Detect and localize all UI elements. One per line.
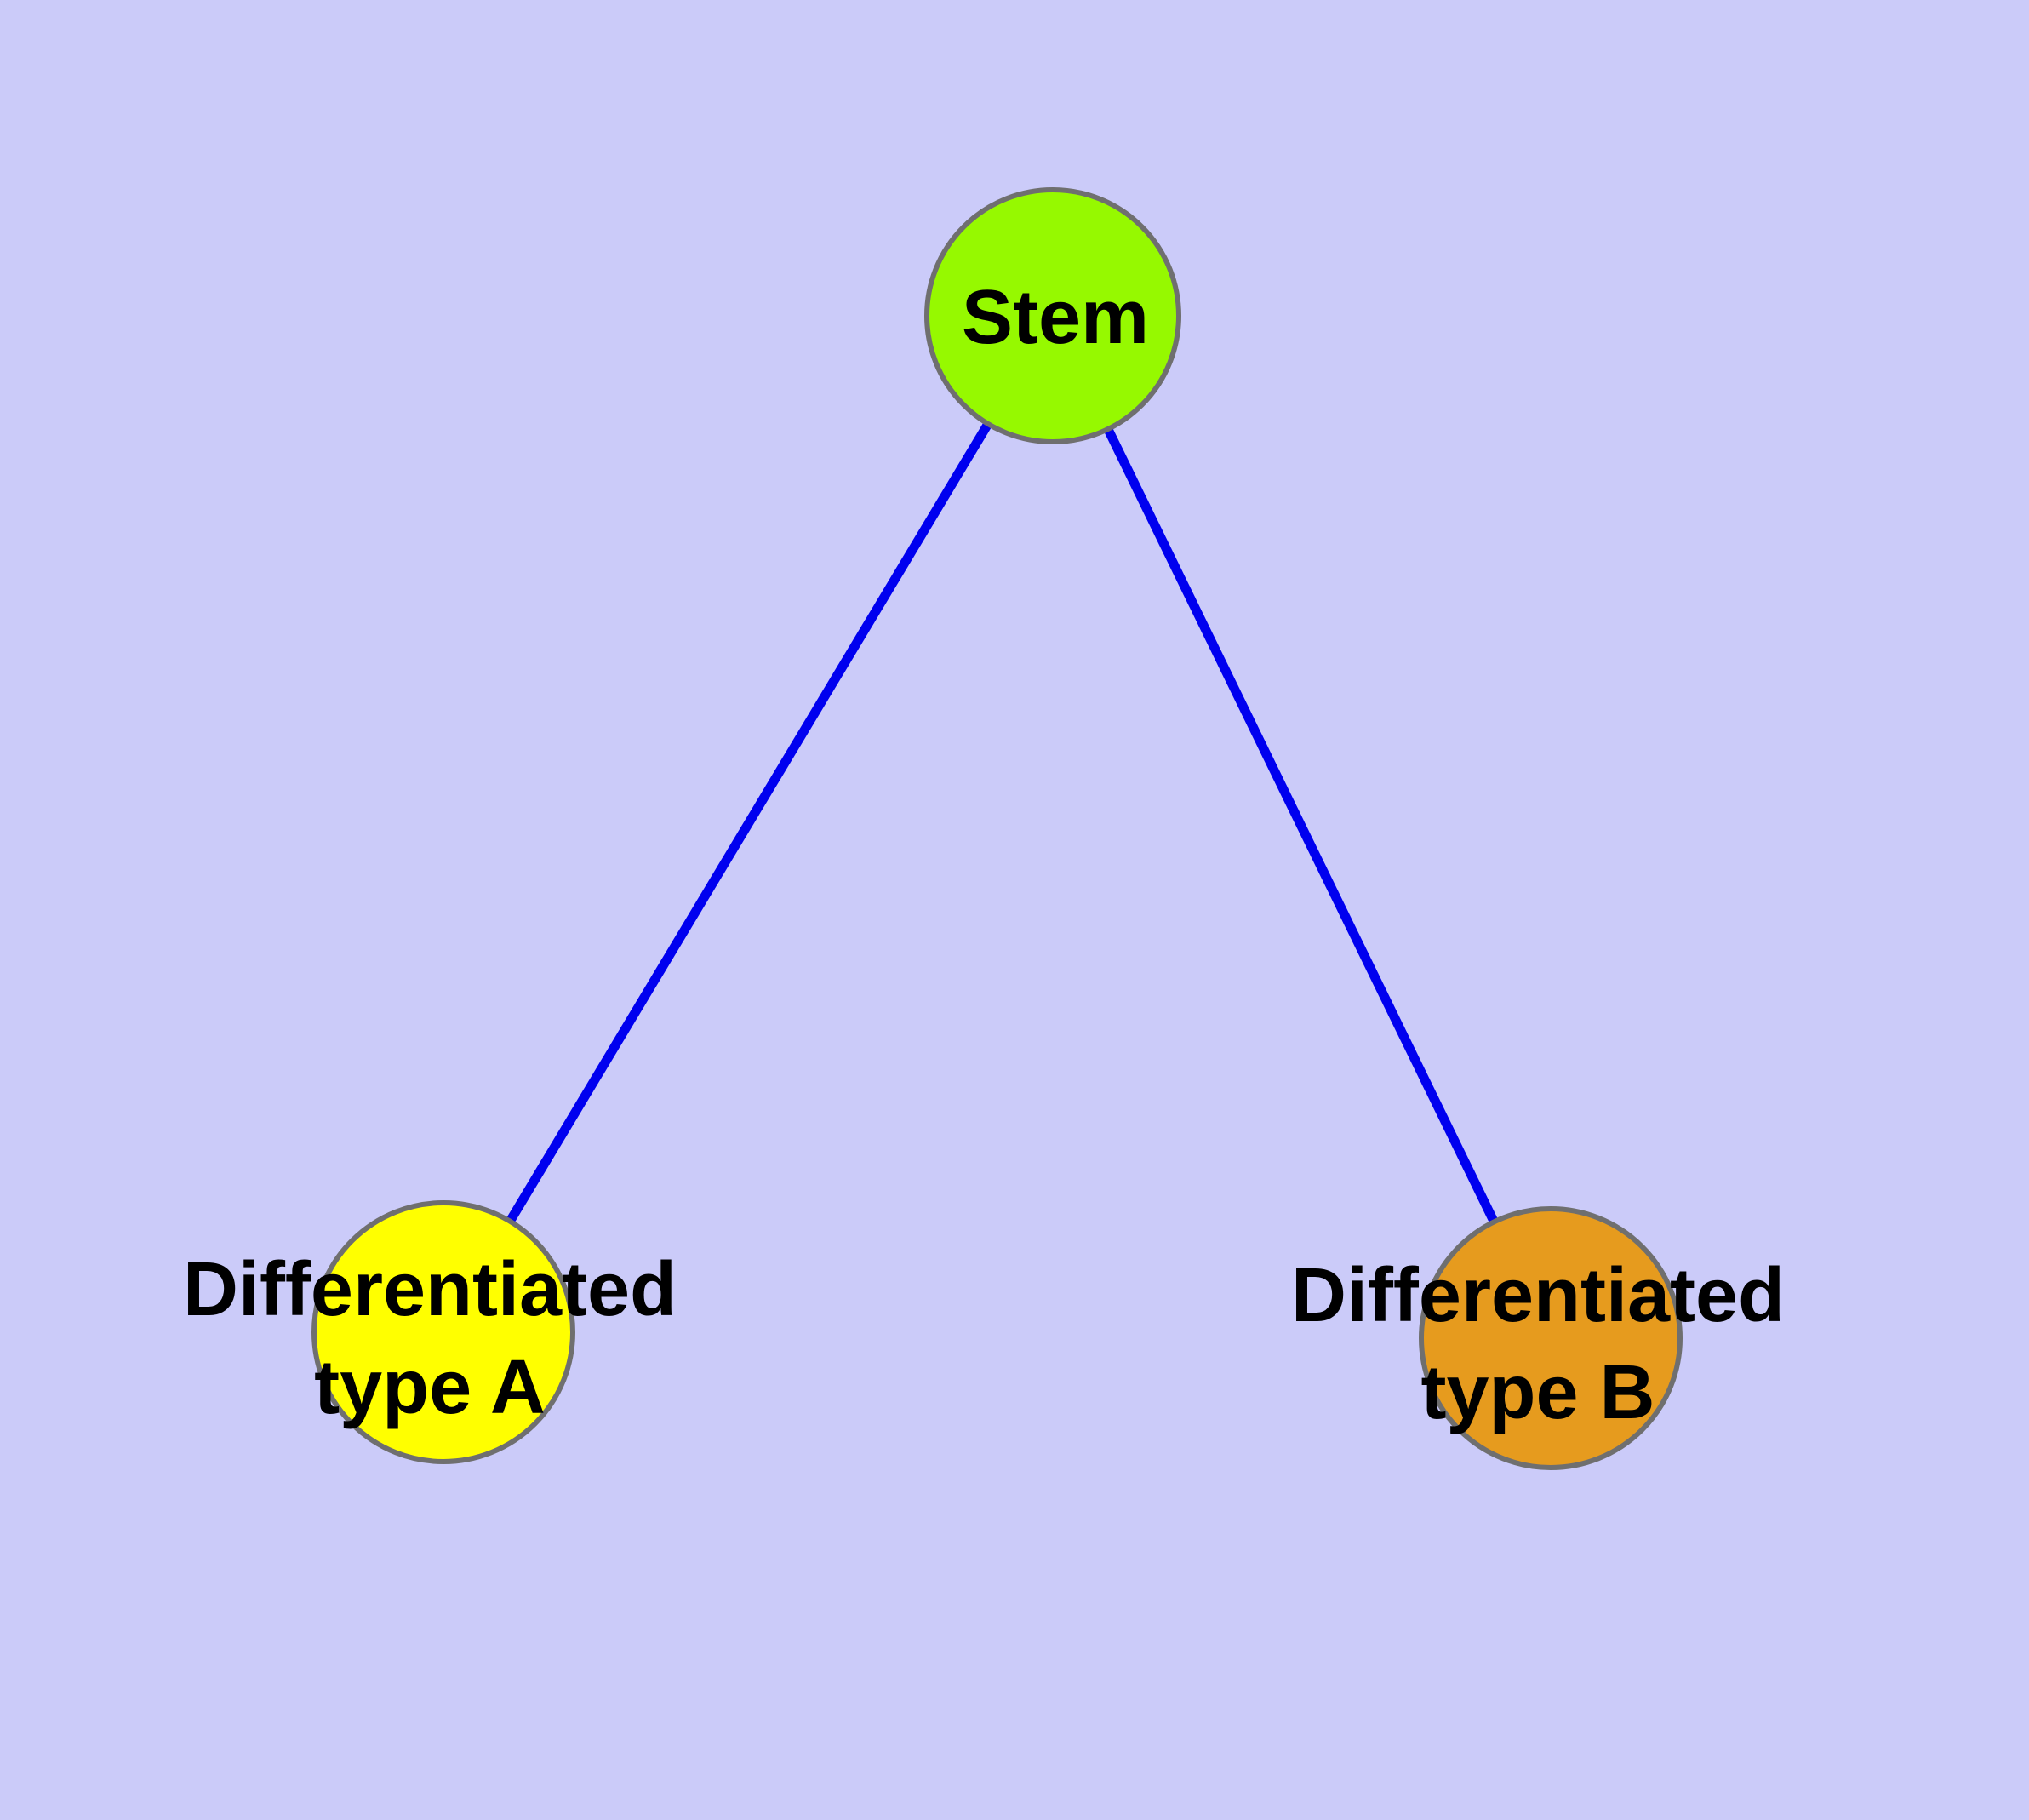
node-differentiated-type-a-label-line-1: Differentiated <box>183 1247 677 1332</box>
node-differentiated-type-b-label-line-1: Differentiated <box>1291 1253 1785 1338</box>
node-differentiated-type-a: Differentiated type A <box>183 1200 677 1464</box>
node-stem: Stem <box>924 187 1181 444</box>
edge-stem-to-differentiated-type-b <box>1049 313 1555 1341</box>
node-differentiated-type-a-label-line-2: type A <box>314 1345 546 1430</box>
node-stem-label-line-1: Stem <box>962 275 1149 360</box>
node-differentiated-type-b-label-line-2: type B <box>1420 1350 1655 1435</box>
node-differentiated-type-b-circle <box>1419 1206 1683 1470</box>
edge-stem-to-differentiated-type-a <box>439 313 1057 1335</box>
node-differentiated-type-a-circle <box>311 1200 575 1464</box>
node-stem-circle <box>924 187 1181 444</box>
node-differentiated-type-b: Differentiated type B <box>1291 1206 1785 1470</box>
